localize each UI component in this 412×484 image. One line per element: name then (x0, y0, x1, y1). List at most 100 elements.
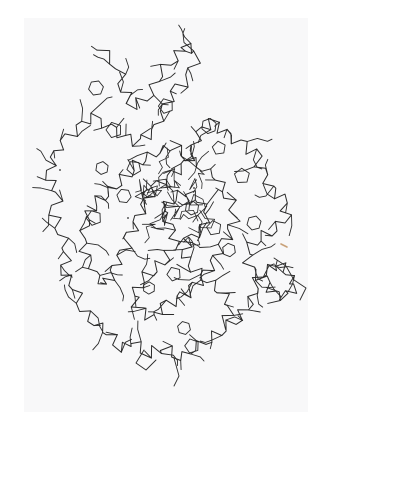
side-chain-75 (264, 234, 273, 237)
side-chain-30 (36, 176, 47, 181)
core-bond-22 (158, 147, 169, 175)
side-chain-29 (36, 148, 57, 167)
core-bond-7 (141, 223, 156, 244)
side-chain-136 (180, 288, 192, 299)
side-chain-158 (204, 201, 214, 215)
side-chain-80 (254, 185, 275, 198)
ring-11 (184, 338, 199, 354)
side-chain-3 (119, 71, 124, 93)
side-chain-tail-bottom-2 (173, 357, 180, 387)
side-chain-150 (150, 226, 176, 231)
side-chain-138 (147, 299, 167, 313)
side-chain-84 (246, 137, 273, 142)
side-chain-46 (129, 327, 133, 347)
ring-6 (185, 200, 199, 216)
side-chain-164 (176, 263, 192, 273)
side-chain-126 (215, 187, 223, 193)
backbone-segment-20 (79, 184, 123, 232)
side-chain-10 (185, 50, 192, 54)
side-chain-154 (170, 189, 178, 193)
core-bond-6 (161, 202, 168, 226)
side-chain-108 (86, 242, 110, 256)
side-chain-19 (140, 128, 151, 136)
side-chain-76 (268, 220, 276, 230)
side-chain-137 (176, 295, 186, 306)
side-chain-13 (187, 67, 194, 82)
core-bond-1 (199, 209, 216, 229)
ring-8 (222, 242, 236, 258)
side-chain-106 (75, 266, 89, 273)
side-chain-tail-right (273, 257, 307, 301)
ring-15 (157, 98, 173, 114)
side-chain-107 (82, 254, 92, 268)
side-chain-103 (114, 280, 125, 302)
ring-3 (126, 161, 142, 176)
side-chain-71 (254, 266, 264, 282)
side-chain-110 (88, 219, 96, 224)
core-bond-11 (189, 178, 198, 193)
side-chain-81 (264, 158, 269, 176)
side-chain-128 (231, 212, 238, 219)
side-chain-93 (163, 169, 172, 174)
backbone-segment-18 (102, 221, 140, 281)
ring-2 (95, 161, 109, 175)
side-chain-166 (215, 270, 231, 281)
side-chain-61 (262, 263, 275, 278)
side-chain-11 (178, 24, 192, 44)
side-chain-122 (184, 141, 195, 162)
side-chain-77 (288, 214, 293, 237)
side-chain-140 (153, 314, 158, 321)
side-chain-104 (100, 282, 107, 285)
side-chain-74 (260, 240, 267, 247)
side-chain-153 (168, 186, 175, 205)
side-chain-65 (287, 275, 295, 293)
side-chain-54 (209, 341, 213, 350)
side-chain-99 (122, 231, 127, 240)
side-chain-48 (144, 350, 152, 359)
backbone-segment-14 (262, 167, 292, 224)
core-bond-14 (135, 179, 144, 201)
backbone-segment-29 (180, 222, 210, 273)
side-chain-102 (104, 265, 113, 272)
side-chain-tail-bottom (135, 349, 157, 371)
core-bond-2 (189, 194, 206, 209)
backbone-segment-19 (78, 230, 107, 285)
side-chain-131 (199, 243, 219, 248)
core-bond-24 (183, 236, 201, 246)
side-chain-170 (223, 322, 227, 330)
side-chain-45 (120, 338, 132, 353)
side-chain-146 (140, 271, 158, 286)
backbone-segment-8 (112, 334, 162, 359)
side-chain-91 (190, 145, 196, 162)
side-chain-9 (173, 60, 179, 70)
side-chain-57 (237, 315, 243, 321)
side-chain-6 (153, 94, 169, 106)
backbone-segment-25 (130, 291, 181, 321)
side-chain-7 (158, 72, 176, 82)
ring-16 (116, 188, 132, 204)
side-chain-123 (179, 150, 197, 168)
side-chain-85 (226, 128, 232, 145)
core-bond-3 (187, 150, 210, 181)
side-chain-49 (160, 353, 178, 366)
side-chain-18 (151, 120, 154, 130)
side-chain-23 (93, 127, 103, 131)
side-chain-109 (79, 215, 87, 232)
side-chain-121 (169, 140, 183, 146)
side-chain-32 (59, 189, 64, 202)
side-chain-134 (173, 274, 201, 281)
side-chain-28 (53, 150, 56, 159)
side-chain-73 (242, 233, 248, 243)
side-chain-69 (269, 281, 282, 298)
side-chain-22 (116, 117, 125, 128)
backbone-segment-16 (180, 118, 220, 176)
side-chain-72 (252, 243, 276, 256)
ring-4 (201, 117, 217, 135)
side-chain-33 (42, 214, 50, 233)
core-bond-17 (134, 186, 154, 208)
side-chains (32, 24, 307, 387)
ring-7 (206, 220, 222, 236)
side-chain-17 (163, 110, 171, 122)
side-chain-26 (77, 125, 91, 137)
